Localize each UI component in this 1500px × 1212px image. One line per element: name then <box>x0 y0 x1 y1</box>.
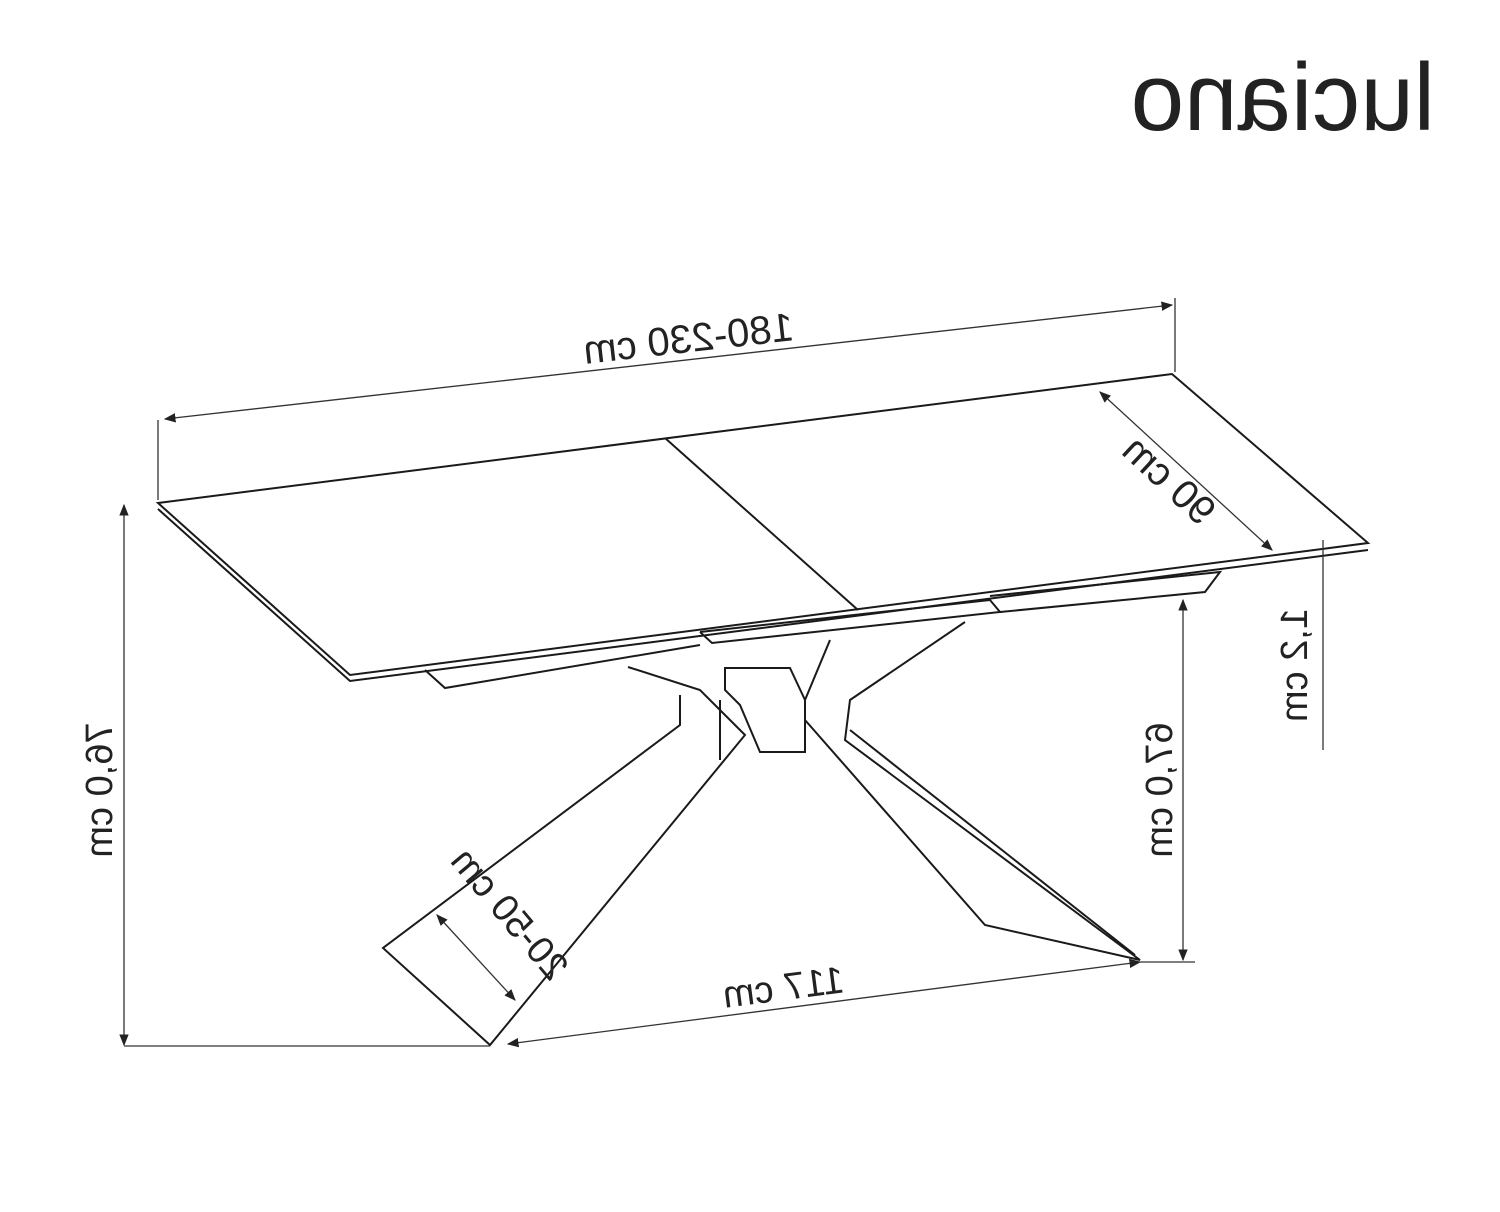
base-length-label: 117 cm <box>720 959 846 1016</box>
total-height-label: 76,0 cm <box>79 722 121 857</box>
table-top <box>155 372 1371 690</box>
thickness-label: 1,2 cm <box>1274 608 1316 722</box>
product-title: luciano <box>1131 44 1435 151</box>
clearance-height-label: 67,0 cm <box>1139 722 1181 857</box>
depth-label: 90 cm <box>1114 427 1224 533</box>
dimension-lines <box>119 298 1324 1048</box>
length-label: 180-230 cm <box>581 305 796 373</box>
base-width-label: 20-50 cm <box>442 840 576 988</box>
table-base <box>381 621 1141 1047</box>
